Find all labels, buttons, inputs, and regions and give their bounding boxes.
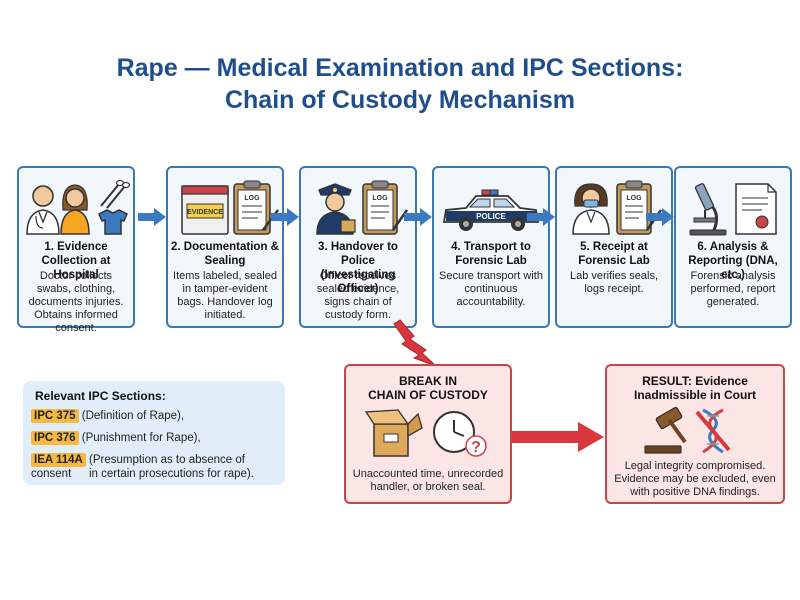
step-3-police-handover: LOG 3. Handover to Police (Investigating… bbox=[299, 166, 417, 328]
step-5-lab-receipt: LOG 5. Receipt at Forensic Lab Lab verif… bbox=[555, 166, 673, 328]
ipc-text-114a: (Presumption as to absence of consent bbox=[31, 454, 245, 480]
step-6-icons bbox=[689, 183, 777, 236]
step-3-desc: Officer receives sealed evidence, signs … bbox=[316, 270, 400, 321]
break-desc-line-2: handler, or broken seal. bbox=[370, 481, 486, 493]
step-1-desc: Doctor collects swabs, clothing, documen… bbox=[28, 270, 124, 334]
result-title: RESULT: Evidence Inadmissible in Court bbox=[609, 374, 781, 402]
break-desc: Unaccounted time, unrecorded handler, or… bbox=[348, 468, 508, 494]
log-clipboard-icon: LOG bbox=[616, 180, 663, 235]
step-1-icons bbox=[26, 179, 131, 235]
break-desc-line-1: Unaccounted time, unrecorded bbox=[352, 468, 504, 480]
step-4-transport: POLICE 4. Transport to Forensic Lab Secu… bbox=[432, 166, 550, 328]
result-desc-line-3: with positive DNA findings. bbox=[630, 486, 760, 498]
ipc-text-376: (Punishment for Rape), bbox=[78, 432, 201, 444]
step-2-title: 2. Documentation & Sealing bbox=[171, 241, 279, 267]
step-6-desc: Forensic analysis performed, report gene… bbox=[690, 270, 776, 308]
flow-arrow-5 bbox=[646, 208, 674, 226]
svg-text:?: ? bbox=[471, 439, 481, 456]
open-box-icon bbox=[364, 409, 423, 457]
result-desc: Legal integrity compromised. Evidence ma… bbox=[609, 460, 781, 499]
step-5-desc: Lab verifies seals, logs receipt. bbox=[569, 270, 659, 295]
ipc-sections-box: Relevant IPC Sections: IPC 375 (Definiti… bbox=[23, 381, 285, 485]
step-6-analysis: 6. Analysis & Reporting (DNA, etc.) Fore… bbox=[674, 166, 792, 328]
ipc-title: Relevant IPC Sections: bbox=[35, 389, 166, 403]
police-car-label: POLICE bbox=[476, 212, 506, 221]
step-6-title: 6. Analysis & Reporting (DNA, etc.) bbox=[688, 241, 778, 281]
gavel-icon bbox=[644, 406, 687, 454]
break-title-line-2: CHAIN OF CUSTODY bbox=[368, 388, 488, 402]
step-2-icons: EVIDENCE LOG bbox=[181, 180, 279, 235]
title-line-1: Rape — Medical Examination and IPC Secti… bbox=[116, 54, 684, 82]
patient-icon bbox=[60, 184, 90, 235]
flow-arrow-2 bbox=[271, 208, 299, 226]
clock-question-icon: ? bbox=[433, 411, 487, 457]
broken-dna-icon bbox=[695, 408, 731, 454]
flow-arrow-4 bbox=[527, 208, 555, 226]
ipc-code-375: IPC 375 bbox=[31, 409, 79, 423]
police-officer-icon bbox=[316, 183, 356, 235]
step-3-icons: LOG bbox=[316, 180, 409, 235]
result-inadmissible-box: RESULT: Evidence Inadmissible in Court L… bbox=[605, 364, 785, 504]
step-5-title: 5. Receipt at Forensic Lab bbox=[578, 241, 650, 267]
result-title-line-1: RESULT: Evidence bbox=[642, 374, 748, 388]
step-4-title: 4. Transport to Forensic Lab bbox=[451, 241, 531, 267]
tshirt-icon bbox=[98, 209, 128, 235]
step-4-desc: Secure transport with continuous account… bbox=[439, 270, 543, 308]
flow-arrow-1 bbox=[138, 208, 166, 226]
log-label: LOG bbox=[626, 195, 642, 202]
result-icons bbox=[644, 406, 731, 454]
break-title: BREAK IN CHAIN OF CUSTODY bbox=[348, 374, 508, 402]
swab-icon bbox=[100, 179, 131, 209]
ipc-item-114a-cont: in certain prosecutions for rape). bbox=[89, 468, 254, 480]
evidence-bag-icon: EVIDENCE bbox=[181, 185, 229, 235]
result-title-line-2: Inadmissible in Court bbox=[633, 388, 756, 402]
step-2-desc: Items labeled, sealed in tamper-evident … bbox=[173, 270, 277, 321]
evidence-bag-label: EVIDENCE bbox=[187, 209, 223, 216]
report-icon bbox=[735, 183, 777, 235]
result-desc-line-1: Legal integrity compromised. bbox=[624, 460, 766, 472]
step-3-title: 3. Handover to Police (Investigating Off… bbox=[318, 241, 398, 295]
ipc-code-376: IPC 376 bbox=[31, 431, 79, 445]
ipc-item-375: IPC 375 (Definition of Rape), bbox=[31, 409, 184, 423]
log-label: LOG bbox=[244, 195, 260, 202]
step-2-documentation: EVIDENCE LOG 2. Documentation & Sealing … bbox=[166, 166, 284, 328]
ipc-code-114a: IEA 114A bbox=[31, 453, 86, 467]
step-1-title: 1. Evidence Collection at Hospital bbox=[41, 241, 111, 281]
flow-arrow-3 bbox=[404, 208, 432, 226]
step-1-evidence-collection: 1. Evidence Collection at Hospital Docto… bbox=[17, 166, 135, 334]
title-line-2: Chain of Custody Mechanism bbox=[224, 86, 576, 114]
break-icons: ? bbox=[364, 409, 487, 457]
step-5-icons: LOG bbox=[572, 180, 663, 235]
log-clipboard-icon: LOG bbox=[362, 180, 409, 235]
break-chain-box: BREAK IN CHAIN OF CUSTODY ? Unaccounted … bbox=[344, 364, 512, 504]
break-to-result-arrow bbox=[512, 422, 604, 452]
log-clipboard-icon: LOG bbox=[233, 180, 279, 235]
ipc-item-376: IPC 376 (Punishment for Rape), bbox=[31, 431, 201, 445]
log-label: LOG bbox=[372, 195, 388, 202]
ipc-text-375: (Definition of Rape), bbox=[78, 410, 185, 422]
police-car-icon: POLICE bbox=[442, 189, 540, 231]
lab-technician-icon bbox=[572, 183, 610, 235]
microscope-icon bbox=[689, 183, 727, 236]
ipc-item-114a: IEA 114A (Presumption as to absence of c… bbox=[31, 453, 285, 481]
break-title-line-1: BREAK IN bbox=[398, 374, 457, 388]
break-lightning-arrow bbox=[393, 319, 437, 367]
result-desc-line-2: Evidence may be excluded, even bbox=[614, 473, 776, 485]
doctor-icon bbox=[26, 185, 60, 235]
page-title: Rape — Medical Examination and IPC Secti… bbox=[0, 52, 800, 116]
